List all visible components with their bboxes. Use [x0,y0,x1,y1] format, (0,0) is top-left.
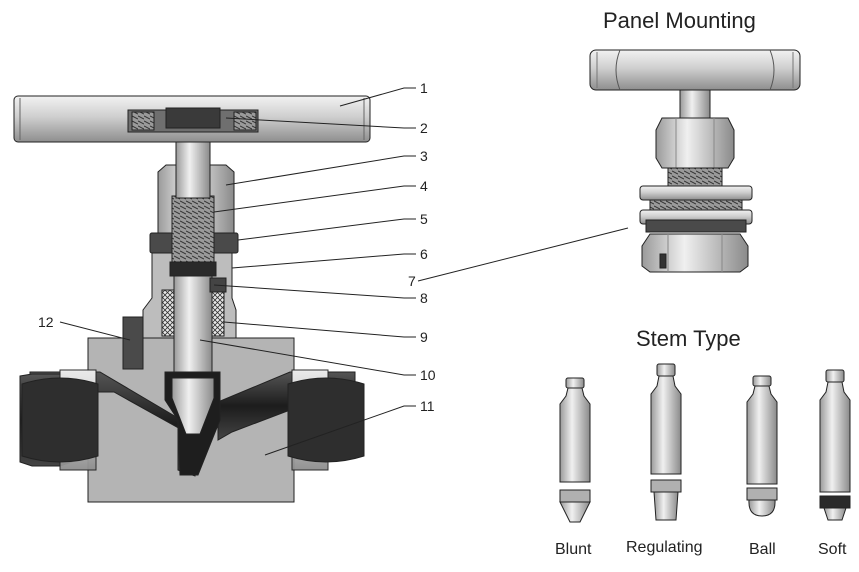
callout-4: 4 [420,178,428,194]
callout-9: 9 [420,329,428,345]
panel-t-handle [589,49,801,91]
lower-stem [173,274,213,381]
packing-left [161,289,175,337]
stem-blunt [559,377,591,523]
stem-soft [819,369,851,521]
callout-1: 1 [420,80,428,96]
callout-12: 12 [38,314,54,330]
stem-ball [746,375,778,517]
handle-set-screw [165,107,221,129]
stem-label-regulating: Regulating [626,539,703,556]
packing-right [211,289,225,337]
stem-thread [171,195,215,267]
stem-label-ball: Ball [749,541,776,558]
callout-leaders [59,87,629,456]
callout-5: 5 [420,211,428,227]
panel-mount-valve [589,49,801,273]
callout-10: 10 [420,367,436,383]
callout-11: 11 [420,398,435,414]
lock-pin [122,316,144,370]
stem-tip [171,377,215,435]
stem-label-soft: Soft [818,541,847,558]
stem-regulating [650,363,682,521]
callout-8: 8 [420,290,428,306]
stem-label-blunt: Blunt [555,541,592,558]
callout-7: 7 [408,273,416,289]
callout-6: 6 [420,246,428,262]
valve-cross-section [13,95,371,503]
panel-mounting-title: Panel Mounting [603,8,756,33]
stem-collar [169,261,217,277]
callout-3: 3 [420,148,428,164]
panel-lock-washer [645,219,747,233]
panel-nut-1 [639,185,753,201]
stem-type-title: Stem Type [636,326,741,351]
callout-2: 2 [420,120,428,136]
